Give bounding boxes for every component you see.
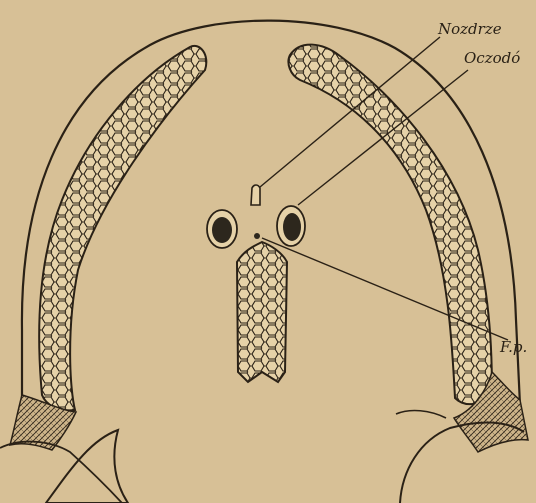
pineal-foramen	[254, 233, 260, 239]
left-lower-edge	[0, 442, 122, 503]
right-lower-edge	[396, 411, 446, 418]
left-cartilage-band	[39, 46, 206, 410]
central-septum	[237, 242, 287, 382]
left-eye	[207, 210, 237, 248]
nostril-label: Nozdrze	[437, 20, 502, 38]
eye-label: Oczodó	[464, 49, 520, 67]
fp-label: F.p.	[499, 338, 527, 356]
nostril-mark	[251, 185, 260, 205]
right-cartilage-band	[288, 45, 492, 405]
right-eye	[277, 206, 305, 246]
